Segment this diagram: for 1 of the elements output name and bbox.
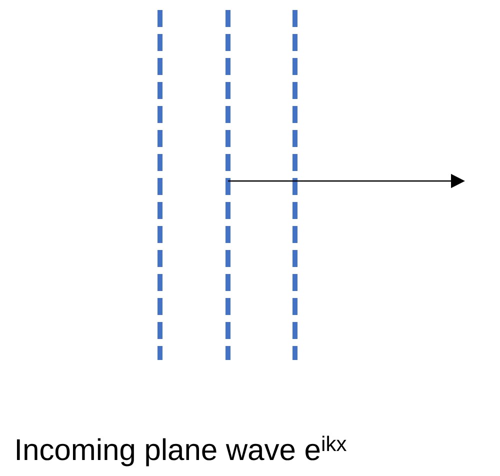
caption-text: Incoming plane wave e$^{ikx}$ xyxy=(16,436,346,466)
